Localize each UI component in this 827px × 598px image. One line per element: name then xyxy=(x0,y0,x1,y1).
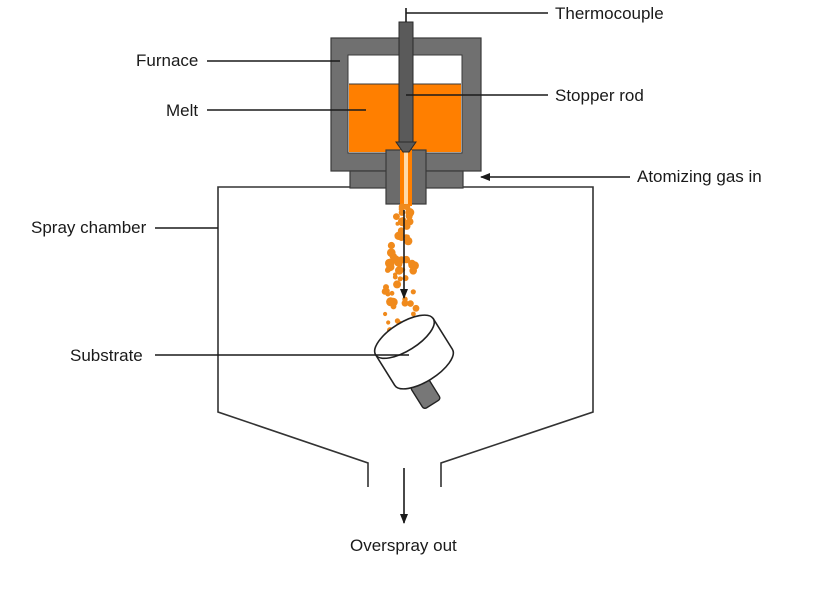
droplet xyxy=(386,320,391,325)
droplet xyxy=(403,203,411,211)
thermocouple-label: Thermocouple xyxy=(555,4,664,23)
substrate-label: Substrate xyxy=(70,346,143,365)
droplet xyxy=(412,304,420,312)
substrate xyxy=(373,314,455,410)
droplet xyxy=(395,266,404,275)
droplet xyxy=(401,299,409,307)
stopper-rod xyxy=(398,21,414,143)
melt-label: Melt xyxy=(166,101,198,120)
atomizing-gas-in-label: Atomizing gas in xyxy=(637,167,762,186)
droplet xyxy=(393,280,402,289)
droplet xyxy=(394,214,400,220)
droplet xyxy=(410,289,416,295)
droplet xyxy=(389,252,398,261)
droplet xyxy=(393,272,398,277)
stopper-rod-label: Stopper rod xyxy=(555,86,644,105)
droplet xyxy=(385,266,392,273)
droplet xyxy=(383,311,388,317)
droplet xyxy=(398,203,406,211)
stopper-rod-tip xyxy=(395,141,417,153)
droplet xyxy=(408,259,416,268)
spray-chamber-label: Spray chamber xyxy=(31,218,147,237)
droplet xyxy=(385,291,391,297)
droplet xyxy=(387,241,395,250)
droplet xyxy=(388,297,398,307)
droplet xyxy=(385,258,394,268)
furnace-label: Furnace xyxy=(136,51,198,70)
droplet xyxy=(397,276,403,282)
droplet xyxy=(394,231,403,240)
substrate-body xyxy=(374,317,455,390)
droplet xyxy=(407,213,413,219)
droplet xyxy=(383,284,389,291)
droplet xyxy=(402,296,408,302)
droplet xyxy=(404,236,413,246)
spray-chamber-outline xyxy=(217,186,594,487)
droplet xyxy=(395,221,400,226)
melt-stream-core xyxy=(404,152,408,204)
droplet xyxy=(399,217,407,224)
droplet xyxy=(406,217,414,226)
overspray-out-label: Overspray out xyxy=(350,536,457,555)
droplet xyxy=(407,300,414,307)
droplet xyxy=(411,311,416,317)
droplet xyxy=(389,290,395,296)
